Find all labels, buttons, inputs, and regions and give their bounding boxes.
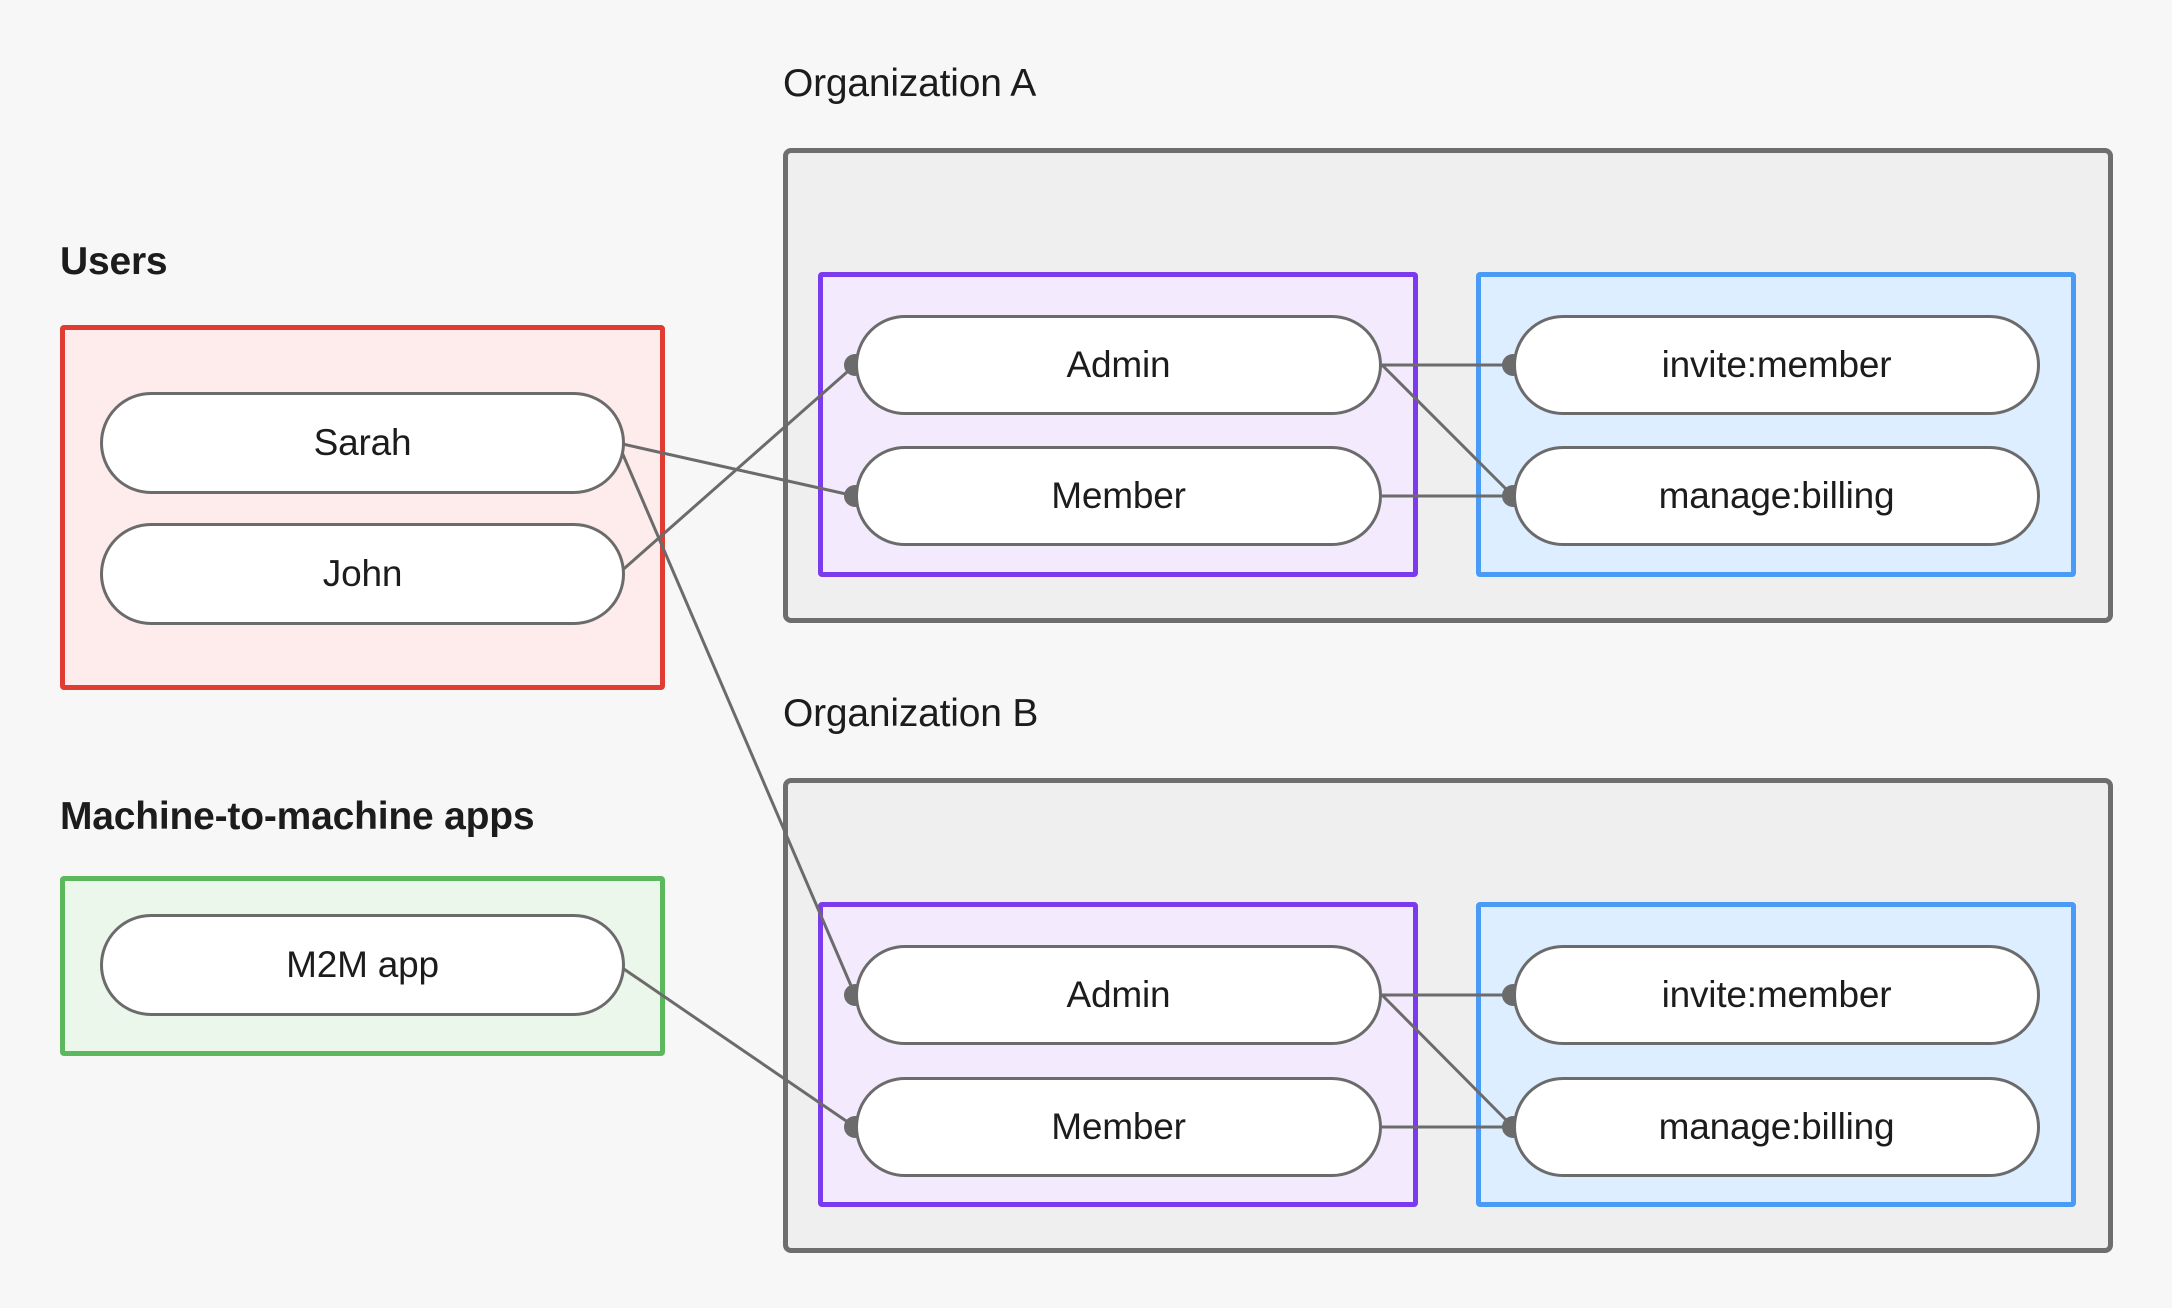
user-pill-john-label: John <box>322 553 403 594</box>
organization-b-role-member-label: Member <box>1051 1106 1186 1147</box>
organization-b-title: Organization B <box>783 692 1039 735</box>
organization-a-permission-invite-member[interactable]: invite:member <box>1513 315 2040 415</box>
m2m-group-label: Machine-to-machine apps <box>60 795 535 838</box>
organization-a-role-admin[interactable]: Admin <box>855 315 1382 415</box>
organization-b-role-admin[interactable]: Admin <box>855 945 1382 1045</box>
organization-b-role-admin-label: Admin <box>1066 974 1171 1015</box>
organization-a-permission-invite-member-label: invite:member <box>1661 344 1892 385</box>
organization-b-permission-manage-billing[interactable]: manage:billing <box>1513 1077 2040 1177</box>
organization-a-role-member[interactable]: Member <box>855 446 1382 546</box>
organization-a-role-admin-label: Admin <box>1066 344 1171 385</box>
users-container <box>60 325 665 690</box>
user-pill-john[interactable]: John <box>100 523 625 625</box>
organization-a-role-member-label: Member <box>1051 475 1186 516</box>
m2m-pill-app-label: M2M app <box>286 944 439 985</box>
organization-b-permission-invite-member[interactable]: invite:member <box>1513 945 2040 1045</box>
user-pill-sarah-label: Sarah <box>313 422 412 463</box>
organization-a-title: Organization A <box>783 62 1037 105</box>
organization-a-permission-manage-billing[interactable]: manage:billing <box>1513 446 2040 546</box>
organization-b-role-member[interactable]: Member <box>855 1077 1382 1177</box>
m2m-pill-app[interactable]: M2M app <box>100 914 625 1016</box>
users-group-label: Users <box>60 240 168 283</box>
organization-b-permission-invite-member-label: invite:member <box>1661 974 1892 1015</box>
organization-b-permission-manage-billing-label: manage:billing <box>1658 1106 1895 1147</box>
user-pill-sarah[interactable]: Sarah <box>100 392 625 494</box>
organization-a-permission-manage-billing-label: manage:billing <box>1658 475 1895 516</box>
